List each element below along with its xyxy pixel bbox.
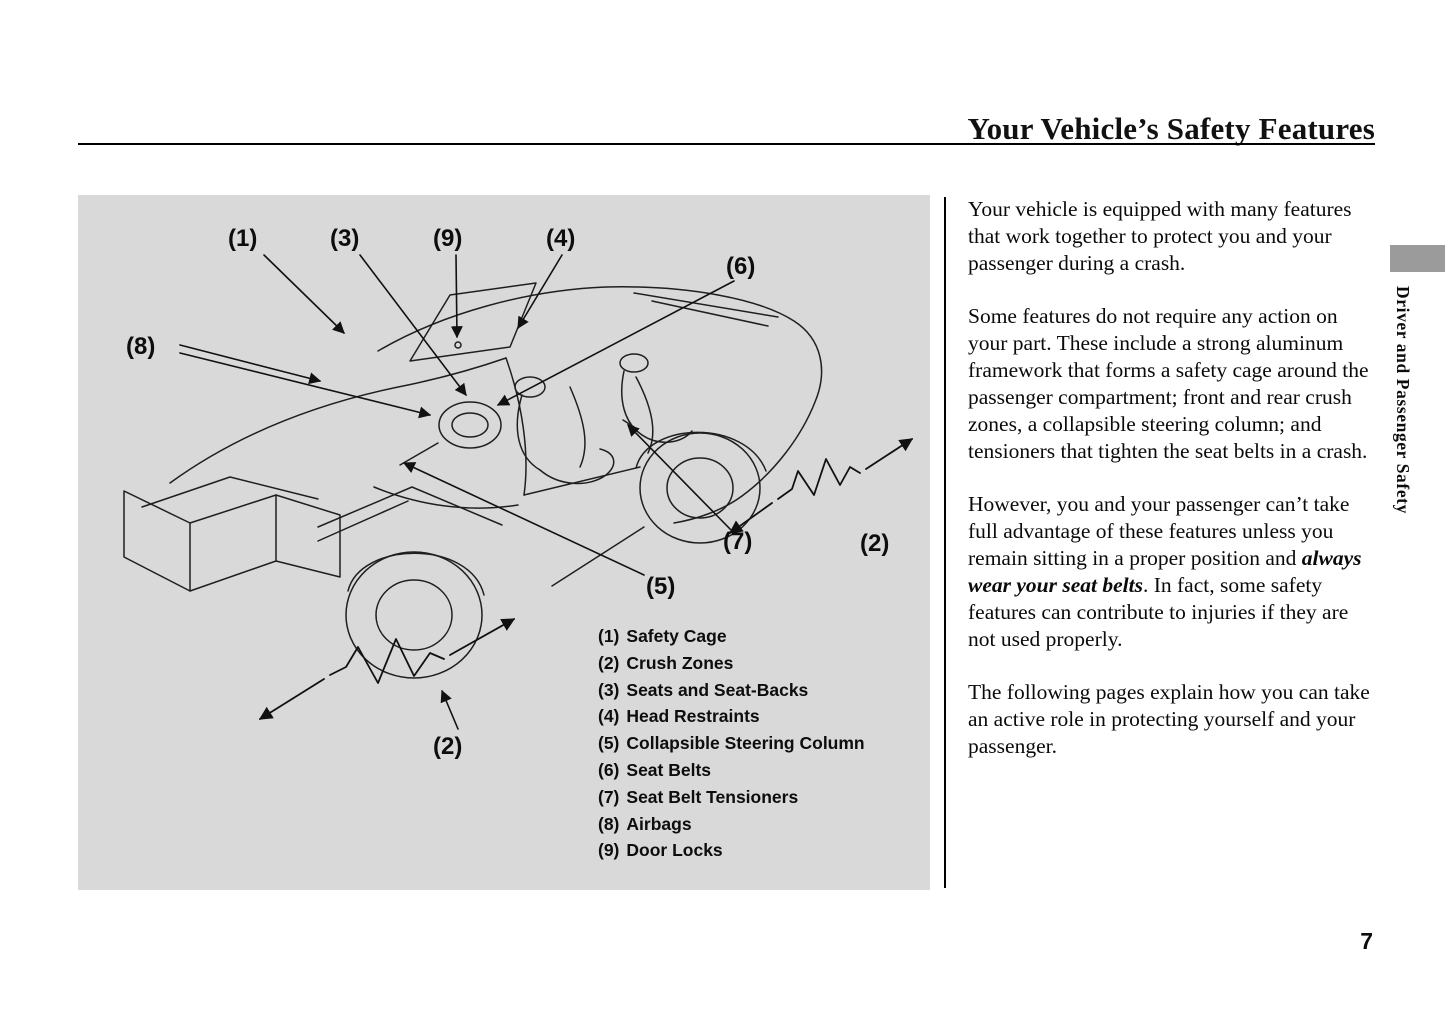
page-title: Your Vehicle’s Safety Features: [967, 110, 1375, 146]
callout-label-4: (4): [546, 225, 576, 252]
callout-label-3: (3): [330, 225, 360, 252]
legend-label: Safety Cage: [626, 626, 727, 646]
paragraph-4: The following pages explain how you can …: [968, 680, 1370, 758]
legend-label: Seat Belts: [626, 759, 712, 780]
page-number: 7: [1360, 928, 1373, 954]
legend-num: (8): [598, 813, 620, 834]
legend-label: Head Restraints: [626, 706, 760, 727]
callout-label-9: (9): [433, 225, 463, 252]
callout-label-5: (5): [646, 573, 676, 600]
legend-label: Seat Belt Tensioners: [626, 786, 799, 807]
callout-label-6: (6): [726, 253, 756, 280]
legend-item: (5) Collapsible Steering Column: [598, 730, 865, 757]
legend-item: (4) Head Restraints: [598, 703, 865, 730]
car-illustration: [123, 254, 914, 730]
section-tab-marker: [1390, 245, 1445, 272]
legend-item: (6) Seat Belts: [598, 757, 865, 784]
callout-label-8: (8): [126, 333, 156, 360]
legend-num: (9): [598, 840, 620, 861]
legend-label: Seats and Seat-Backs: [626, 679, 809, 700]
legend-item: (1) Safety Cage: [598, 623, 865, 650]
paragraph-1: Your vehicle is equipped with many featu…: [968, 197, 1352, 275]
vehicle-diagram-panel: (1) (3) (9) (4) (6) (8) (7) (2) (5) (2) …: [78, 195, 930, 890]
legend-num: (4): [598, 706, 620, 727]
legend-item: (3) Seats and Seat-Backs: [598, 677, 865, 704]
legend-item: (7) Seat Belt Tensioners: [598, 784, 865, 811]
legend-label: Collapsible Steering Column: [626, 733, 865, 754]
body-text-column: Your vehicle is equipped with many featu…: [968, 196, 1380, 760]
legend-num: (6): [598, 759, 620, 780]
legend-item: (8) Airbags: [598, 811, 865, 838]
callout-label-7: (7): [723, 528, 753, 555]
legend-item: (9) Door Locks: [598, 837, 865, 864]
legend-num: (2): [598, 652, 620, 673]
legend-num: (1): [598, 626, 620, 646]
car-sketch: [123, 282, 823, 679]
callout-pointer-lines: [179, 254, 735, 730]
paragraph-3-end: . In fact, some safety features can cont…: [968, 573, 1349, 651]
legend-num: (3): [598, 679, 620, 700]
legend-label: Door Locks: [626, 840, 723, 861]
callout-label-1: (1): [228, 225, 258, 252]
paragraph-3-emphasis: always wear your seat belts: [968, 546, 1362, 597]
crush-zone-arrows: [258, 438, 914, 720]
column-divider: [944, 197, 946, 888]
legend-label: Crush Zones: [626, 652, 734, 673]
section-title-vertical: Driver and Passenger Safety: [1393, 286, 1413, 514]
legend-num: (5): [598, 733, 620, 754]
callout-label-2-right: (2): [860, 530, 890, 557]
paragraph-2: Some features do not require any action …: [968, 304, 1369, 463]
legend-item: (2) Crush Zones: [598, 650, 865, 677]
legend-num: (7): [598, 786, 620, 807]
diagram-legend: (1) Safety Cage (2) Crush Zones (3) Seats a…: [598, 623, 865, 864]
paragraph-3-start: However, you and your passenger can’t ta…: [968, 492, 1350, 570]
paragraph-3: However, you and your passenger can’t ta…: [968, 491, 1380, 653]
callout-label-2-bottom: (2): [433, 733, 463, 760]
legend-label: Airbags: [626, 813, 692, 834]
title-rule: [78, 143, 1375, 145]
